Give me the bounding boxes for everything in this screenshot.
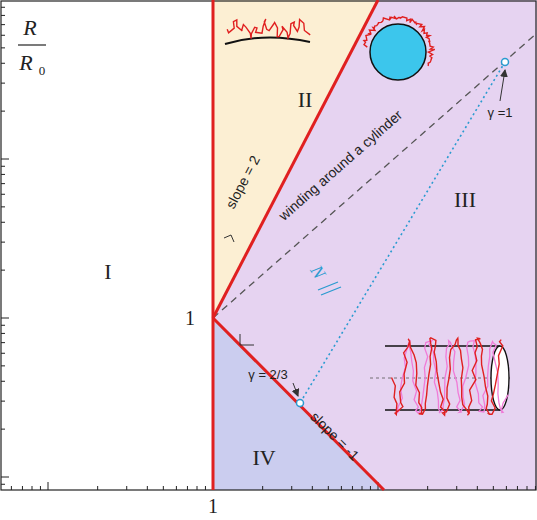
region-four [213, 318, 384, 490]
cylinder [370, 338, 510, 415]
right-angle-mark [224, 235, 234, 242]
dashed-line [213, 33, 537, 318]
chart-label: III [454, 189, 476, 211]
state-point [297, 400, 304, 407]
right-angle-mark [240, 334, 254, 345]
leader-arrow [500, 70, 505, 101]
plot-frame [1, 1, 536, 490]
polymer-chain [227, 19, 310, 38]
sphere [370, 24, 426, 80]
leader-arrow [293, 383, 298, 396]
boundary-line [213, 318, 384, 490]
chart-label: γ = 2/3 [248, 368, 287, 381]
chart-label: II [298, 89, 313, 111]
chart-label: 1 [185, 308, 195, 328]
chart-label: IV [252, 447, 275, 469]
chart-label: I [104, 261, 111, 283]
axis-ticks [1, 7, 535, 490]
chart-label: γ =1 [488, 106, 513, 119]
polymer-chain [364, 16, 435, 66]
region-three [213, 0, 537, 490]
break-mark [318, 282, 341, 295]
state-point [502, 59, 509, 66]
fraction-bar [18, 44, 46, 45]
chart-label: 0 [39, 64, 46, 77]
chart-label: R [23, 17, 36, 39]
boundary-line [212, 0, 215, 490]
chart-label: 1 [208, 496, 218, 516]
chart-label: R [19, 52, 32, 74]
curved-surface [225, 37, 310, 44]
